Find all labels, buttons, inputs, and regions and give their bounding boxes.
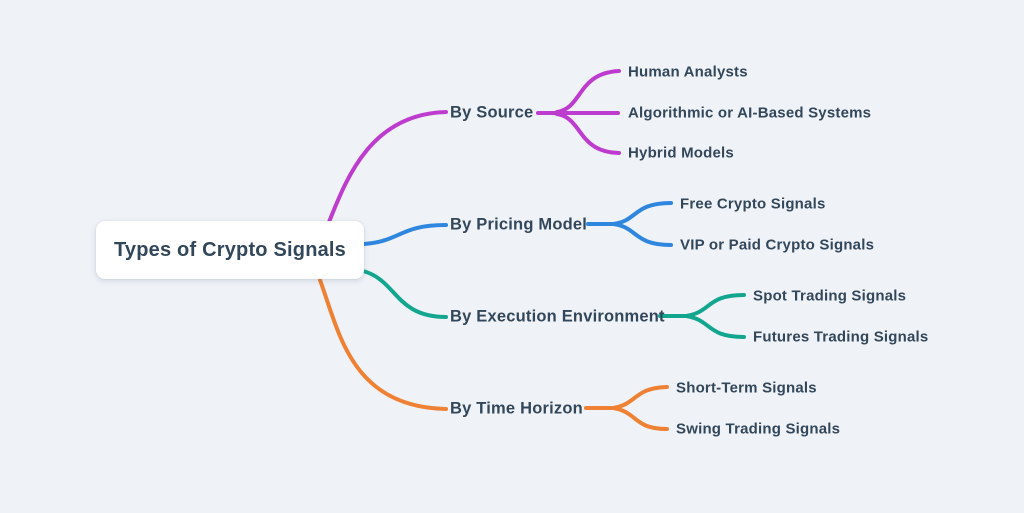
branch-by-pricing-model-lines	[362, 201, 673, 247]
branch-by-source-root-curve	[327, 110, 448, 224]
branch-label-by-source: By Source	[450, 103, 534, 122]
root-node: Types of Crypto Signals	[96, 221, 364, 279]
branch-by-source-fork-down	[555, 112, 621, 155]
child-label-algorithmic-or-ai-based-systems: Algorithmic or AI-Based Systems	[628, 104, 872, 122]
branch-by-execution-environment-lines	[361, 269, 746, 339]
branch-by-time-horizon-fork-up	[611, 385, 669, 410]
child-label-human-analysts: Human Analysts	[628, 63, 748, 81]
branch-label-by-pricing-model: By Pricing Model	[450, 215, 588, 234]
branch-by-execution-environment-fork-down	[684, 314, 746, 339]
branch-by-time-horizon-root-curve	[318, 278, 448, 411]
branch-by-source-lines	[327, 69, 621, 224]
child-label-vip-or-paid-crypto-signals: VIP or Paid Crypto Signals	[680, 236, 875, 254]
branch-label-by-execution-environment: By Execution Environment	[450, 307, 665, 326]
branch-by-time-horizon-fork-down	[611, 406, 669, 431]
child-label-futures-trading-signals: Futures Trading Signals	[753, 328, 929, 346]
branch-by-pricing-model-fork-down	[611, 222, 673, 247]
child-label-swing-trading-signals: Swing Trading Signals	[676, 420, 841, 438]
child-label-free-crypto-signals: Free Crypto Signals	[680, 195, 826, 213]
branch-by-execution-environment-fork-up	[684, 293, 746, 318]
branch-by-pricing-model-root-curve	[362, 223, 448, 246]
child-label-spot-trading-signals: Spot Trading Signals	[753, 287, 907, 305]
branch-by-source-fork-up	[555, 69, 621, 114]
branch-label-by-time-horizon: By Time Horizon	[450, 399, 583, 418]
branch-by-time-horizon-lines	[318, 278, 669, 431]
branch-by-execution-environment-root-curve	[361, 269, 448, 319]
child-label-short-term-signals: Short-Term Signals	[676, 379, 817, 397]
branch-by-pricing-model-fork-up	[611, 201, 673, 226]
child-label-hybrid-models: Hybrid Models	[628, 144, 734, 162]
